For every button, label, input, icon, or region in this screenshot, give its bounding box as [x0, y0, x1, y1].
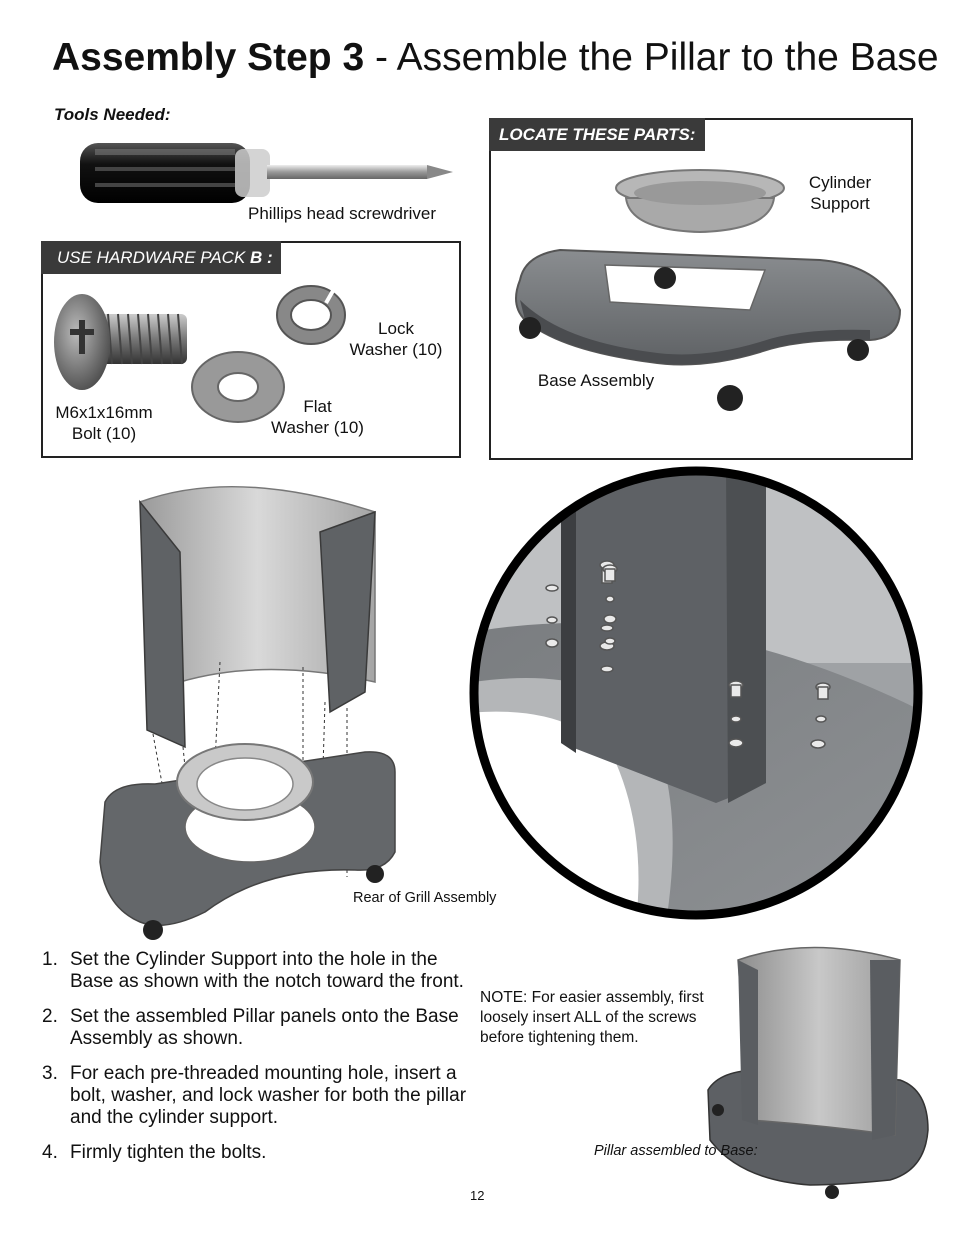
- page-title: Assembly Step 3 - Assemble the Pillar to…: [52, 36, 939, 79]
- parts-illustration: [515, 169, 902, 411]
- instruction-step: 1.Set the Cylinder Support into the hole…: [42, 949, 464, 992]
- base-assembly-label: Base Assembly: [537, 371, 655, 390]
- instruction-step: 4.Firmly tighten the bolts.: [42, 1142, 267, 1163]
- assembled-pillar-illustration: [707, 946, 929, 1199]
- tools-needed-label: Tools Needed:: [54, 105, 171, 124]
- lock-washer-label: Lock Washer (10): [349, 319, 443, 359]
- cylinder-support-label: Cylinder Support: [808, 173, 872, 213]
- screwdriver-illustration: [80, 143, 453, 203]
- assembled-caption: Pillar assembled to Base:: [594, 1143, 758, 1159]
- instruction-step: 3.For each pre-threaded mounting hole, i…: [42, 1063, 467, 1128]
- locate-parts-tab: LOCATE THESE PARTS:: [489, 118, 706, 151]
- hardware-pack-tab: USE HARDWARE PACK B :: [41, 241, 281, 274]
- instruction-step: 2.Set the assembled Pillar panels onto t…: [42, 1006, 459, 1049]
- detail-zoom-illustration: [469, 466, 923, 920]
- flat-washer-illustration: [191, 351, 285, 423]
- page-number: 12: [470, 1188, 485, 1203]
- rear-of-grill-caption: Rear of Grill Assembly: [353, 890, 497, 906]
- instructions-list: 1.Set the Cylinder Support into the hole…: [42, 949, 472, 1177]
- lock-washer-illustration: [276, 285, 346, 345]
- bolt-illustration: [54, 294, 187, 390]
- flat-washer-label: Flat Washer (10): [271, 397, 364, 437]
- bolt-label: M6x1x16mm Bolt (10): [55, 403, 153, 443]
- exploded-assembly-illustration: [99, 485, 396, 940]
- screwdriver-caption: Phillips head screwdriver: [248, 204, 437, 223]
- assembly-note: NOTE: For easier assembly, first loosely…: [480, 989, 704, 1046]
